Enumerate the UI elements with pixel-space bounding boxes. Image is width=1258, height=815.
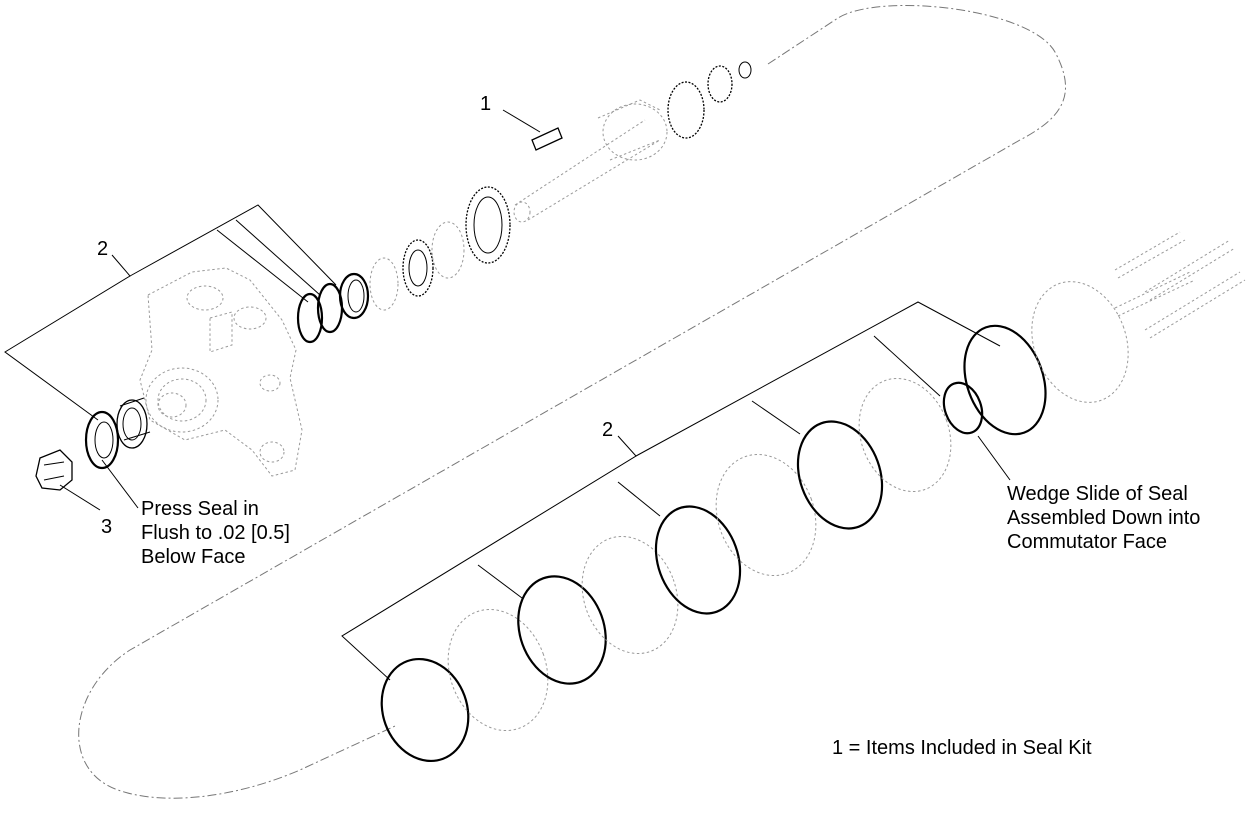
press-seal-note-line-3: Below Face [141,546,246,568]
needle-bearing [116,397,151,449]
seal-kit-legend: 1 = Items Included in Seal Kit [832,737,1092,759]
shaft-seal [84,410,120,470]
callout-item-3: 3 [101,516,112,538]
callout-leaders [4,109,1011,681]
callout-item-2-lower: 2 [602,419,613,441]
callout-item-1: 1 [480,93,491,115]
lower-seal-rings [380,281,1129,763]
callout-item-2-upper: 2 [97,238,108,260]
wedge-seal-note-line-2: Assembled Down into [1007,507,1200,529]
press-seal-note-line-1: Press Seal in [141,498,259,520]
upper-seal-rings [296,186,511,344]
wedge-seal-note-line-1: Wedge Slide of Seal [1007,483,1188,505]
wedge-seal-note-line-3: Commutator Face [1007,531,1167,553]
output-shaft [513,61,752,223]
end-cap-bolts [1114,231,1246,339]
hex-nut [35,449,73,491]
motor-housing [139,267,303,477]
assembly-axis-centerline [78,5,1066,799]
press-seal-note-line-2: Flush to .02 [0.5] [141,522,290,544]
shaft-key [531,127,563,151]
